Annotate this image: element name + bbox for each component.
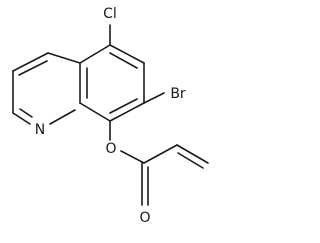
bond-c5-c6 (109, 44, 145, 64)
substituent-bonds (109, 24, 209, 206)
benzene-ring (79, 44, 145, 122)
bond-c4-c3 (12, 52, 49, 72)
bond-alpha-beta-inner (177, 152, 204, 169)
structure-canvas: Cl Br N O O (12, 6, 209, 226)
bond-c4a-c5 (79, 44, 111, 64)
bond-alpha-beta (176, 144, 209, 164)
atom-label-bromine: Br (170, 86, 186, 102)
bond-o-carbonyl-c (120, 150, 145, 164)
bond-c2-n1 (12, 112, 31, 125)
bond-n1-c8a (49, 109, 76, 125)
bond-c7-br (143, 92, 165, 104)
bond-c4-c3-inner (18, 60, 48, 76)
atom-label-chlorine: Cl (103, 6, 117, 22)
bond-c2-n1-inner (19, 108, 33, 118)
bond-c4a-c4 (47, 52, 81, 64)
bond-c7-c8-inner (109, 98, 138, 114)
atom-label-carbonyl-oxygen: O (139, 210, 150, 226)
atom-label-nitrogen: N (35, 122, 45, 138)
bond-carbonyl-c-alpha (143, 144, 178, 164)
bond-c8-c8a (79, 102, 111, 122)
bond-c5-c6-inner (109, 52, 138, 69)
atom-label-ester-oxygen: O (105, 141, 116, 157)
bond-c7-c8 (109, 102, 145, 122)
pyridine-ring (12, 52, 81, 125)
molecule-structure: Cl Br N O O (12, 6, 209, 226)
